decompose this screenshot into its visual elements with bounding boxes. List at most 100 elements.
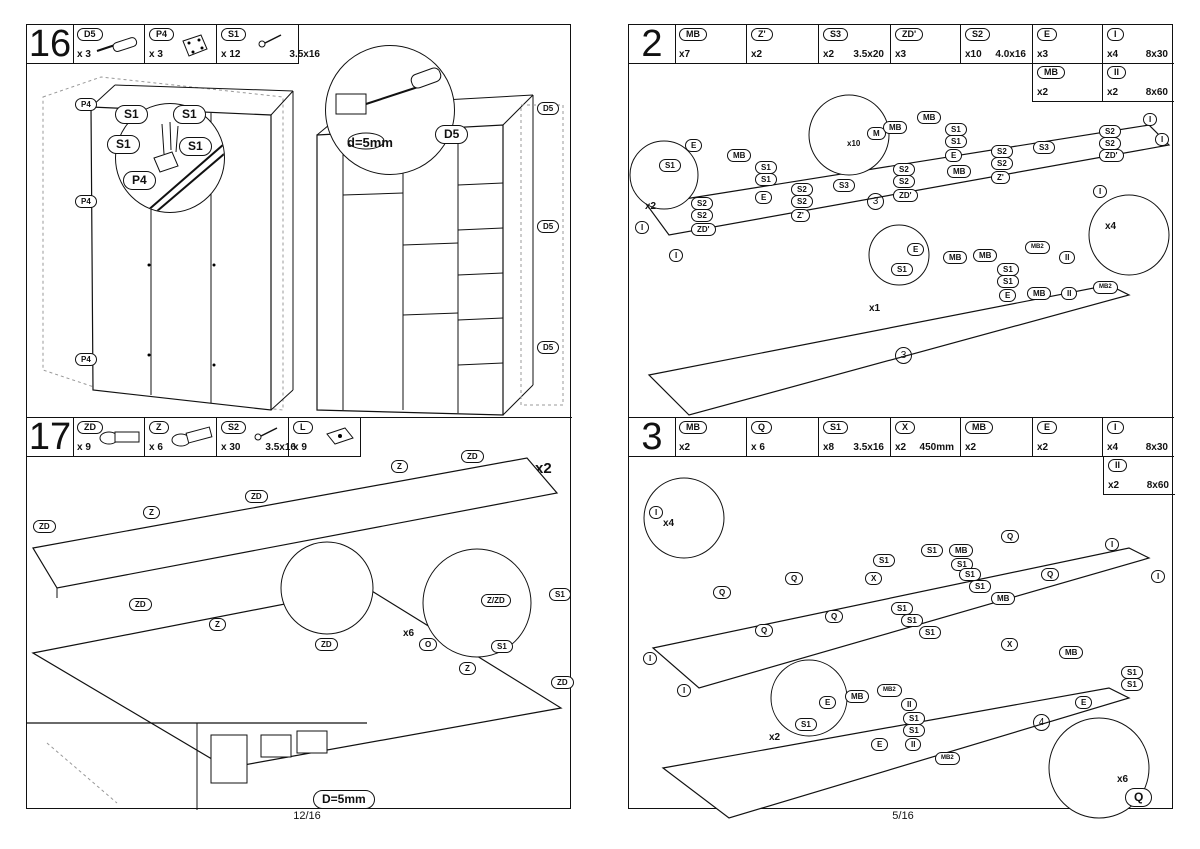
callout-i: I [649, 506, 664, 519]
part-s2: S2 x 30 3.5x16 [217, 418, 296, 456]
left-page: 16 D5 x 3 P4 x 3 S1 x 12 3.5x16 [12, 0, 574, 849]
callout-z: Z [459, 662, 476, 675]
step-number: 16 [27, 25, 74, 64]
callout-q: Q [713, 586, 732, 599]
callout-q: Q [825, 610, 844, 623]
step-17: 17 ZD x 9 Z x 6 S2 x 30 3.5x16 [27, 418, 574, 810]
callout-s2: S2 [691, 209, 713, 222]
panel-number: 3 [895, 347, 912, 364]
callout-mb: MB [917, 111, 942, 124]
callout-e: E [685, 139, 703, 152]
callout-mb2: MB2 [1025, 241, 1050, 254]
callout-mb2: MB2 [935, 752, 960, 765]
panel-number: 4 [1033, 714, 1050, 731]
callout-zd: ZD [315, 638, 338, 651]
parts-list: D5 x 3 P4 x 3 S1 x 12 3.5x16 [73, 25, 320, 64]
callout-s2: S2 [991, 157, 1013, 170]
callout-s1: S1 [873, 554, 895, 567]
doors-hinge-illustration [31, 457, 563, 769]
callout-s1: S1 [795, 718, 817, 731]
callout-q: Q [785, 572, 804, 585]
callout-s1: S1 [921, 544, 943, 557]
callout-e: E [1075, 696, 1093, 709]
callout-s2: S2 [893, 175, 915, 188]
drill-icon [335, 67, 442, 150]
callout-i: I [669, 249, 684, 262]
callout-s1: S1 [173, 105, 206, 124]
callout-zd: ZD [33, 520, 56, 533]
detail-drill-circle [325, 45, 455, 175]
callout-mb: MB [949, 544, 974, 557]
callout-s1: S1 [755, 173, 777, 186]
callout-ii: II [901, 698, 918, 711]
callout-zd: ZD [245, 490, 268, 503]
callout-zd: ZD' [691, 223, 716, 236]
panel-number: 3 [867, 193, 884, 210]
callout-zd: ZD [129, 598, 152, 611]
part-l: L x 9 [289, 418, 361, 456]
part-zd: ZD'x3 [891, 25, 961, 63]
callout-d5-detail: D5 [435, 125, 469, 144]
drill-size-note: D=5mm [313, 790, 375, 809]
callout-mb: MB [727, 149, 752, 162]
callout-i: I [643, 652, 658, 665]
callout-zd: ZD [461, 450, 484, 463]
drill-size-note: d=5mm [347, 135, 393, 150]
callout-q: Q [755, 624, 774, 637]
step-number: 17 [27, 418, 74, 457]
callout-zd: ZD' [893, 189, 918, 202]
plate-icon [182, 34, 208, 57]
quantity-x2: x2 [769, 732, 781, 743]
callout-s1: S1 [491, 640, 513, 653]
hinge-mount-detail [27, 722, 367, 810]
callout-s1: S1 [945, 135, 967, 148]
callout-m: M [867, 127, 886, 140]
page-number: 5/16 [892, 810, 914, 822]
callout-zzd: Z/ZD [481, 594, 511, 607]
quantity-x4: x4 [663, 518, 675, 529]
step-16: 16 D5 x 3 P4 x 3 S1 x 12 3.5x16 [27, 25, 572, 418]
callout-s1: S1 [901, 614, 923, 627]
callout-s1: S1 [107, 135, 140, 154]
callout-i: I [1155, 133, 1170, 146]
callout-mb: MB [1027, 287, 1052, 300]
callout-d5: D5 [537, 341, 560, 354]
part-s1: S1 x 12 3.5x16 [217, 25, 320, 63]
callout-z: Z [391, 460, 408, 473]
page-number: 12/16 [293, 810, 321, 822]
part-z: Z x 6 [145, 418, 217, 456]
callout-s1: S1 [549, 588, 571, 601]
callout-i: I [1105, 538, 1120, 551]
callout-p4-detail: P4 [123, 171, 156, 190]
hinge-icon [99, 431, 140, 445]
part-zd: ZD x 9 [73, 418, 145, 456]
callout-mb: MB [947, 165, 972, 178]
callout-x: X [865, 572, 883, 585]
callout-s1: S1 [891, 263, 913, 276]
callout-e: E [819, 696, 837, 709]
callout-s2: S2 [791, 195, 813, 208]
callout-s3: S3 [1033, 141, 1055, 154]
callout-s1: S1 [997, 275, 1019, 288]
callout-s3: S3 [833, 179, 855, 192]
callout-mb: MB [883, 121, 908, 134]
callout-s1: S1 [179, 137, 212, 156]
callout-zd: ZD' [1099, 149, 1124, 162]
callout-z: Z [143, 506, 160, 519]
callout-i: I [1143, 113, 1158, 126]
callout-x: X [1001, 638, 1019, 651]
callout-mb: MB [943, 251, 968, 264]
callout-e: E [945, 149, 963, 162]
dowel-screw-icon [96, 37, 138, 52]
callout-i: I [1151, 570, 1166, 583]
